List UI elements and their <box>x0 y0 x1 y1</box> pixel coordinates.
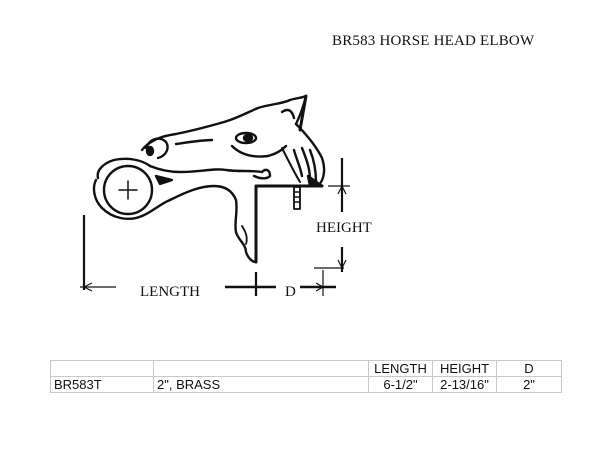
spec-table: LENGTH HEIGHT D BR583T 2", BRASS 6-1/2" … <box>50 360 562 393</box>
header-part <box>50 360 154 377</box>
cell-length: 6-1/2" <box>368 376 433 393</box>
d-dimension-label: D <box>285 284 296 301</box>
header-height: HEIGHT <box>432 360 497 377</box>
diagram-title: BR583 HORSE HEAD ELBOW <box>332 33 535 49</box>
pipe-opening-icon <box>102 164 154 216</box>
header-d: D <box>496 360 562 377</box>
cell-height: 2-13/16" <box>432 376 497 393</box>
table-header-row: LENGTH HEIGHT D <box>50 360 562 377</box>
length-dimension-label: LENGTH <box>140 284 200 301</box>
height-dimension-label: HEIGHT <box>316 220 372 237</box>
cell-d: 2" <box>496 376 562 393</box>
header-length: LENGTH <box>368 360 433 377</box>
cell-description: 2", BRASS <box>153 376 369 393</box>
header-description <box>153 360 369 377</box>
table-row: BR583T 2", BRASS 6-1/2" 2-13/16" 2" <box>50 376 562 393</box>
cell-part: BR583T <box>50 376 154 393</box>
